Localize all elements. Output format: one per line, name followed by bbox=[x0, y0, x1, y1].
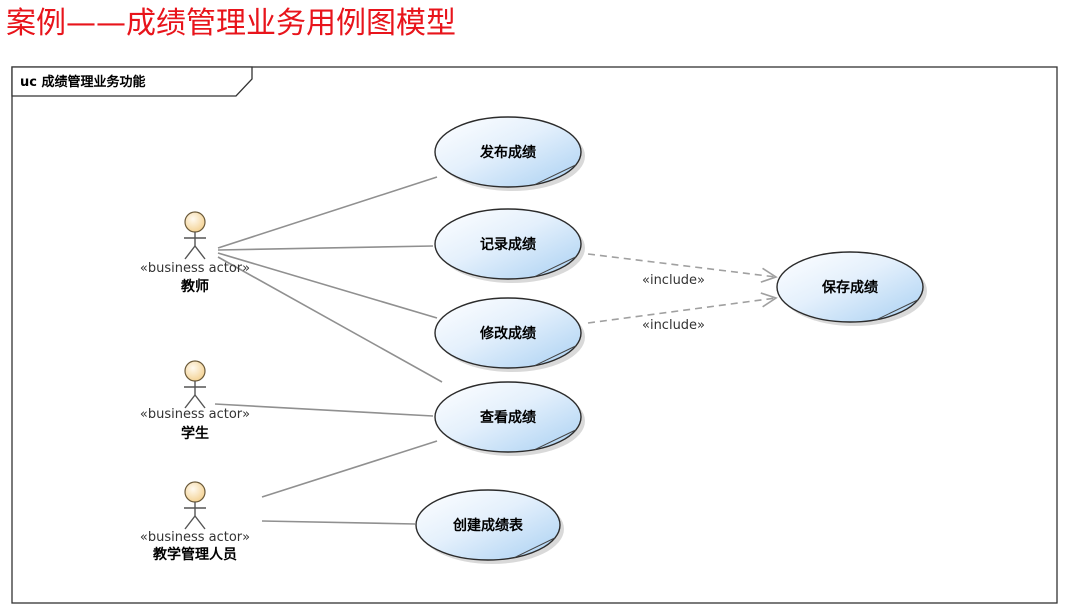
use-case-corner-icon bbox=[514, 537, 556, 558]
include-record-save: «include» bbox=[587, 253, 778, 288]
use-case-record[interactable]: 记录成绩 bbox=[434, 208, 585, 283]
include-arrowhead bbox=[760, 292, 778, 308]
actor-legs-icon bbox=[184, 244, 206, 260]
actor-head-icon bbox=[184, 481, 206, 503]
actor-head-icon bbox=[184, 360, 206, 382]
use-case-label: 发布成绩 bbox=[479, 144, 536, 161]
actor-stereotype: «business actor» bbox=[140, 407, 250, 422]
use-case-label: 记录成绩 bbox=[480, 236, 536, 253]
use-case-ellipse bbox=[434, 381, 582, 453]
actor-name: 学生 bbox=[181, 425, 209, 442]
actor-student[interactable]: «business actor» 学生 bbox=[140, 360, 250, 442]
association-lines bbox=[214, 176, 443, 525]
include-dependencies: «include» «include» bbox=[587, 253, 778, 333]
use-case-corner-icon bbox=[534, 429, 577, 450]
use-case-ellipse bbox=[776, 251, 924, 323]
use-case-publish[interactable]: 发布成绩 bbox=[434, 116, 585, 191]
include-arrowhead bbox=[760, 267, 778, 283]
use-case-label: 创建成绩表 bbox=[452, 517, 524, 534]
frame-label-tab bbox=[11, 66, 253, 97]
actor-stereotype: «business actor» bbox=[140, 261, 250, 276]
use-case-corner-icon bbox=[534, 345, 577, 366]
page-title: 案例——成绩管理业务用例图模型 bbox=[6, 6, 456, 41]
include-modify-save: «include» bbox=[587, 292, 778, 333]
include-label: «include» bbox=[642, 273, 705, 288]
frame-label: uc 成绩管理业务功能 bbox=[20, 74, 146, 90]
use-case-ellipse bbox=[434, 297, 582, 369]
use-case-corner-icon bbox=[534, 256, 577, 277]
actor-legs-icon bbox=[184, 393, 206, 409]
use-case-save[interactable]: 保存成绩 bbox=[776, 251, 927, 326]
use-case-ellipse bbox=[434, 116, 582, 188]
use-case-ellipse bbox=[434, 208, 582, 280]
use-case-view[interactable]: 查看成绩 bbox=[434, 381, 585, 456]
use-case-corner-icon bbox=[876, 299, 919, 320]
use-case-label: 修改成绩 bbox=[479, 325, 536, 342]
association-teacher-record bbox=[217, 245, 434, 251]
use-case-corner-icon bbox=[534, 164, 577, 185]
actor-stereotype: «business actor» bbox=[140, 530, 250, 545]
include-line bbox=[587, 253, 777, 278]
actor-name: 教学管理人员 bbox=[153, 546, 237, 563]
association-admin-view bbox=[261, 440, 438, 498]
use-case-label: 保存成绩 bbox=[821, 279, 878, 296]
actor-admin[interactable]: «business actor»教学管理人员 bbox=[140, 481, 250, 563]
use-case-ellipse bbox=[415, 489, 561, 561]
association-teacher-view bbox=[217, 256, 443, 383]
use-case-label: 查看成绩 bbox=[480, 409, 536, 426]
use-case-modify[interactable]: 修改成绩 bbox=[434, 297, 585, 372]
actor-name: 教师 bbox=[181, 278, 209, 295]
use-case-create[interactable]: 创建成绩表 bbox=[415, 489, 564, 564]
actors: «business actor»教师«business actor»学生«bus… bbox=[140, 211, 250, 563]
include-label: «include» bbox=[642, 318, 705, 333]
association-student-view bbox=[214, 403, 434, 417]
include-line bbox=[587, 297, 777, 324]
association-teacher-publish bbox=[217, 176, 438, 249]
actor-head-icon bbox=[184, 211, 206, 233]
actor-teacher[interactable]: «business actor» 教师 bbox=[140, 211, 250, 295]
association-teacher-modify bbox=[217, 252, 438, 319]
association-admin-create bbox=[261, 520, 416, 525]
actor-legs-icon bbox=[184, 514, 206, 530]
